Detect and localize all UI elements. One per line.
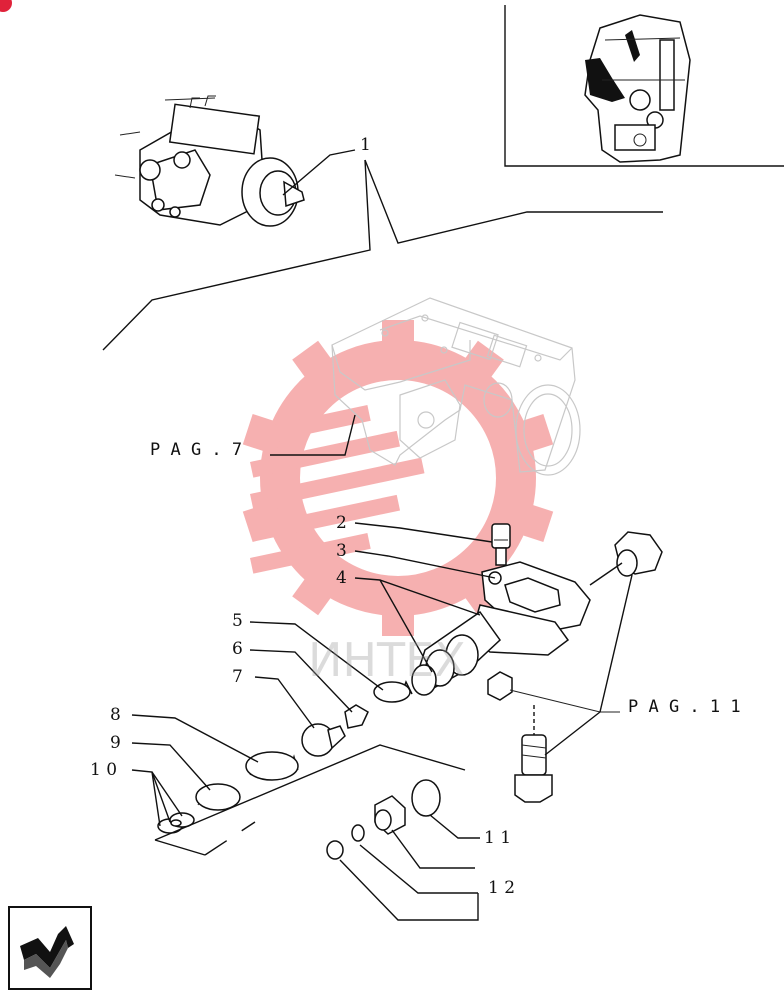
pump-housing-ghost — [331, 297, 581, 476]
arrow-return-glyph — [20, 926, 74, 978]
watermark-gear-tooth — [292, 340, 339, 388]
callout-11: 1 1 — [484, 828, 511, 848]
springs-and-valve-parts — [157, 680, 441, 860]
callout-9: 9 — [110, 733, 121, 753]
page-reference-7: P A G . 7 — [150, 440, 242, 460]
callout-labels: 1 2 3 4 5 6 7 8 9 1 0 1 1 1 2 — [90, 135, 515, 898]
leader-lines — [131, 414, 633, 921]
watermark-gear-tooth — [510, 501, 554, 543]
callout-3: 3 — [336, 541, 347, 561]
watermark-bar — [249, 430, 401, 478]
watermark-gear-tooth — [292, 568, 339, 616]
callout-2: 2 — [336, 513, 347, 533]
arrow-return-icon[interactable] — [8, 906, 92, 990]
valve-body-assembly — [411, 561, 591, 696]
page-reference-11: P A G . 1 1 — [628, 697, 741, 717]
watermark-gear-tooth — [510, 413, 554, 455]
callout-10: 1 0 — [90, 760, 117, 780]
nut-top-right — [614, 531, 663, 577]
banjo-bolt — [514, 705, 553, 803]
page-references: P A G . 7 P A G . 1 1 — [150, 440, 741, 717]
callout-6: 6 — [232, 639, 243, 659]
group-bracket — [154, 744, 466, 856]
callout-1-leader — [102, 149, 663, 351]
bolt-2 — [491, 523, 511, 566]
corner-dot-icon — [0, 0, 12, 12]
watermark-text: ИНТЕХ — [308, 633, 466, 687]
watermark-bar — [249, 494, 401, 542]
callout-5: 5 — [232, 611, 243, 631]
callout-7: 7 — [232, 667, 243, 687]
callout-4: 4 — [336, 568, 347, 588]
callout-12: 1 2 — [488, 878, 515, 898]
watermark-bar — [250, 405, 371, 446]
watermark-gear-tooth — [382, 320, 414, 354]
watermark-bar — [249, 457, 425, 510]
small-nut — [487, 671, 513, 701]
engine-location-inset — [504, 5, 784, 167]
injection-pump-illustration — [114, 95, 305, 227]
watermark-bar — [250, 533, 371, 574]
callout-1: 1 — [360, 135, 371, 155]
callout-8: 8 — [110, 705, 121, 725]
